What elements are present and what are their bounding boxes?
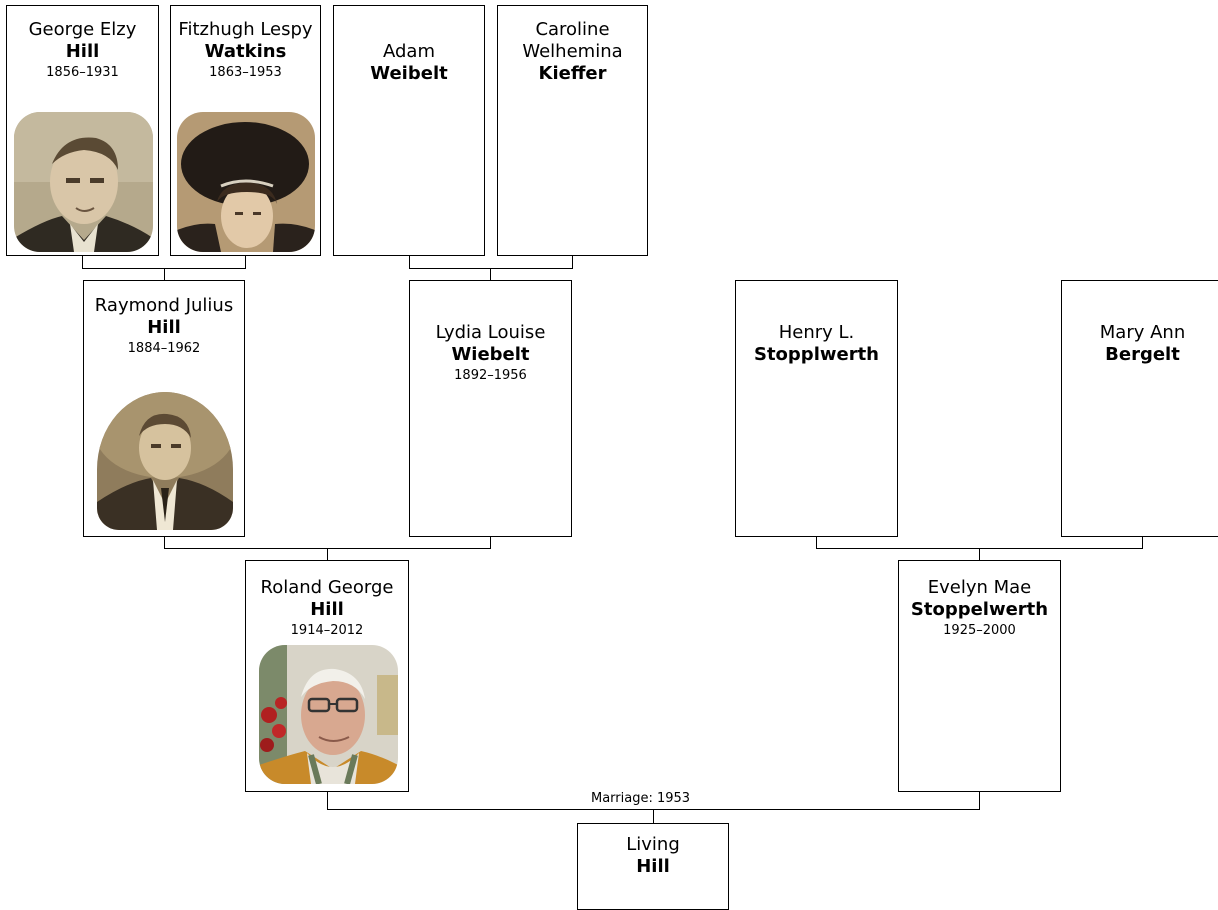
given-name: Adam <box>383 41 435 62</box>
life-years: 1863–1953 <box>209 65 282 80</box>
connector-line <box>490 536 491 548</box>
connector-line <box>327 791 328 809</box>
given-name: Mary Ann <box>1099 322 1186 343</box>
connector-line <box>164 536 165 548</box>
person-card-lydia-wiebelt[interactable]: Lydia Louise Wiebelt 1892–1956 <box>409 280 572 537</box>
connector-line <box>164 268 165 281</box>
connector-line <box>979 548 980 561</box>
connector-line <box>409 268 573 269</box>
given-name: Henry L. <box>778 322 855 343</box>
given-name: Caroline Welhemina <box>522 19 623 62</box>
portrait-photo <box>259 645 398 784</box>
surname: Watkins <box>204 41 287 62</box>
connector-line <box>245 255 246 268</box>
surname: Bergelt <box>1105 344 1180 365</box>
portrait-photo <box>14 112 153 252</box>
given-name: Fitzhugh Lespy <box>178 19 313 40</box>
connector-line <box>409 255 410 268</box>
person-card-fitzhugh-watkins[interactable]: Fitzhugh Lespy Watkins 1863–1953 <box>170 5 321 256</box>
surname: Kieffer <box>538 63 607 84</box>
surname: Stopplwerth <box>753 344 879 365</box>
connector-line <box>82 255 83 268</box>
surname: Weibelt <box>370 63 448 84</box>
person-card-mary-bergelt[interactable]: Mary Ann Bergelt <box>1061 280 1218 537</box>
person-card-henry-stopplwerth[interactable]: Henry L. Stopplwerth <box>735 280 898 537</box>
marriage-label: Marriage: 1953 <box>589 791 693 806</box>
connector-line <box>653 809 654 824</box>
given-name: Living <box>626 834 680 855</box>
surname: Hill <box>65 41 100 62</box>
life-years: 1925–2000 <box>943 623 1016 638</box>
surname: Wiebelt <box>451 344 530 365</box>
person-card-roland-hill[interactable]: Roland George Hill 1914–2012 <box>245 560 409 792</box>
person-card-adam-weibelt[interactable]: Adam Weibelt <box>333 5 485 256</box>
surname: Hill <box>636 856 670 877</box>
person-card-living-hill[interactable]: Living Hill <box>577 823 729 910</box>
connector-line <box>979 791 980 809</box>
connector-line <box>327 548 328 561</box>
life-years: 1856–1931 <box>46 65 119 80</box>
given-name: Lydia Louise <box>435 322 546 343</box>
given-name: Evelyn Mae <box>927 577 1032 598</box>
given-name: Roland George <box>260 577 394 598</box>
connector-line <box>1142 536 1143 548</box>
life-years: 1884–1962 <box>127 341 201 356</box>
life-years: 1892–1956 <box>454 368 527 383</box>
portrait-photo <box>177 112 315 252</box>
person-card-raymond-hill[interactable]: Raymond Julius Hill 1884–1962 <box>83 280 245 537</box>
connector-line <box>490 268 491 281</box>
portrait-photo <box>97 392 233 530</box>
surname: Stoppelwerth <box>910 599 1049 620</box>
life-years: 1914–2012 <box>290 623 364 638</box>
person-card-caroline-kieffer[interactable]: Caroline Welhemina Kieffer <box>497 5 648 256</box>
surname: Hill <box>310 599 344 620</box>
connector-line <box>572 255 573 268</box>
given-name: Raymond Julius <box>94 295 234 316</box>
surname: Hill <box>147 317 181 338</box>
person-card-george-hill[interactable]: George Elzy Hill 1856–1931 <box>6 5 159 256</box>
connector-line <box>816 536 817 548</box>
given-name: George Elzy <box>28 19 137 40</box>
person-card-evelyn-stoppelwerth[interactable]: Evelyn Mae Stoppelwerth 1925–2000 <box>898 560 1061 792</box>
